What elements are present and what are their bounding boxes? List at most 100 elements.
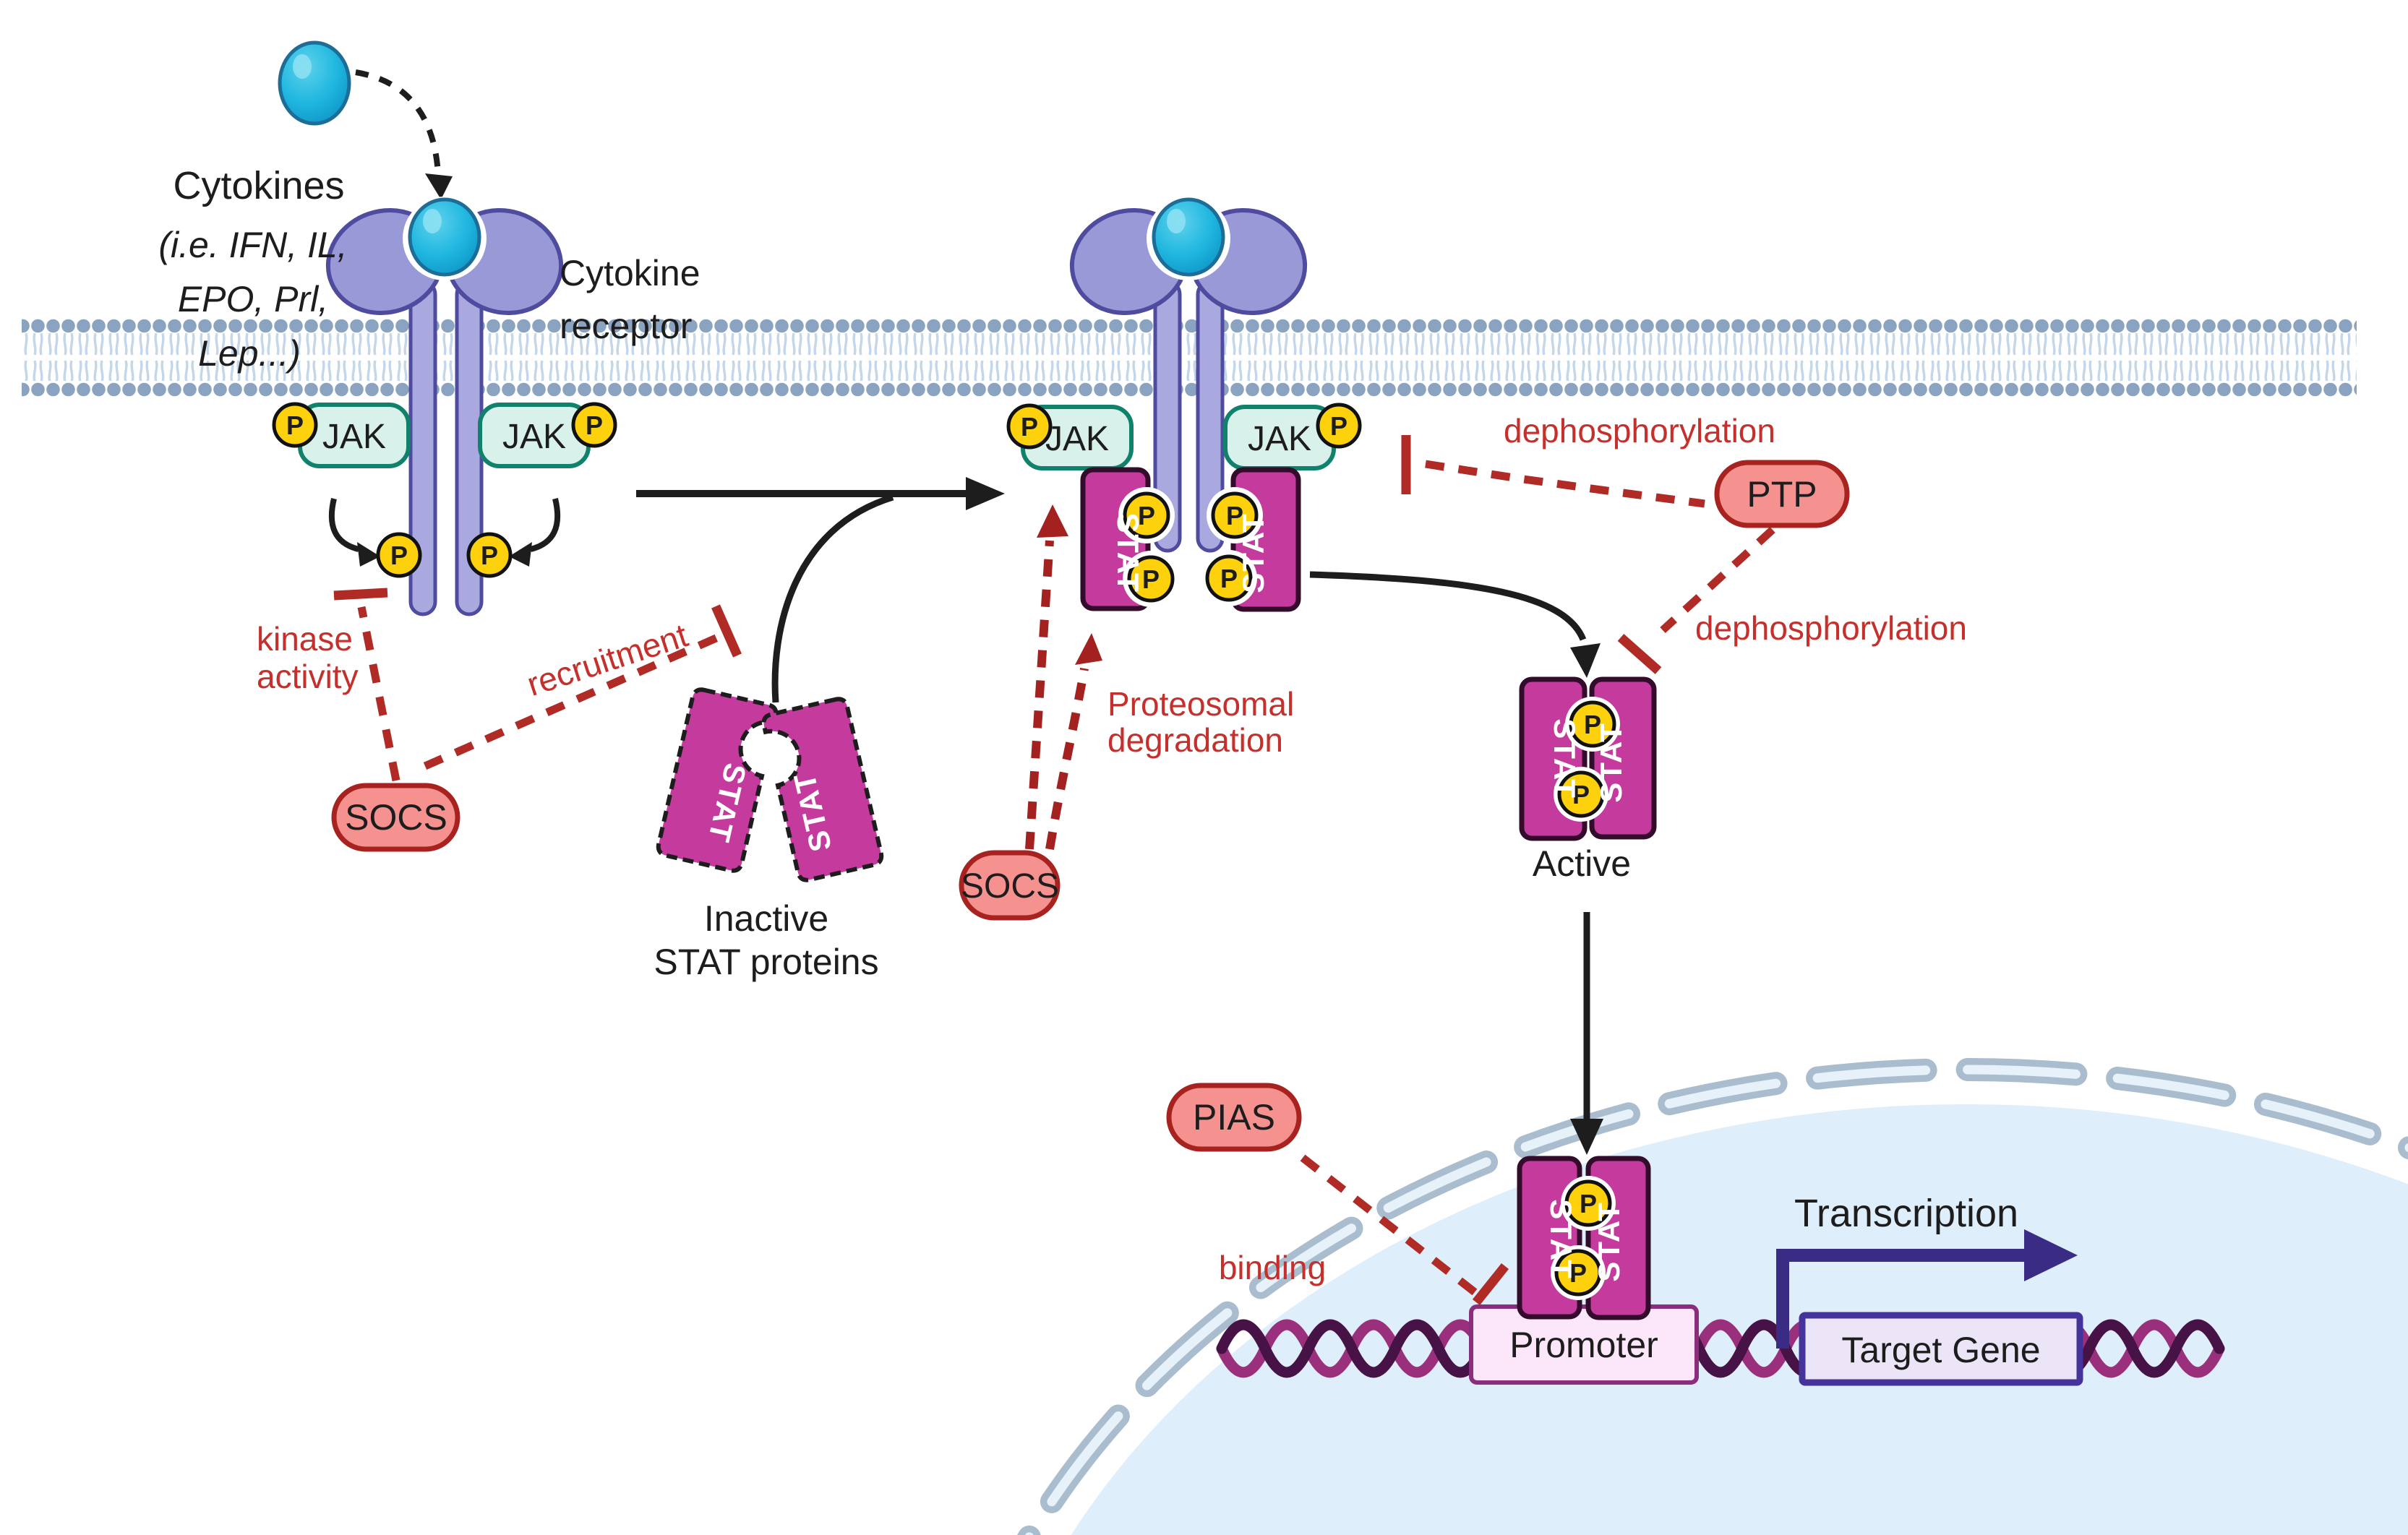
- cytokines-examples-1: (i.e. IFN, IL,: [158, 225, 347, 265]
- phosphate-label: P: [1572, 780, 1590, 809]
- active-stat-label: Active: [1533, 843, 1631, 884]
- pias-binding-inhibition: [1300, 1154, 1509, 1306]
- cytokines-title: Cytokines: [173, 164, 344, 207]
- phosphate-icon: [1211, 491, 1259, 539]
- phosphate-icon: [1557, 770, 1605, 818]
- socs-recruitment-inhibition: [423, 604, 742, 770]
- jak-right-1: [478, 402, 617, 468]
- proteosomal-label-1: Proteosomal: [1107, 685, 1294, 723]
- phosphate-label: P: [481, 541, 498, 570]
- proteosomal-label-2: degradation: [1107, 721, 1283, 759]
- free-cytokine-ligand: [278, 40, 351, 126]
- inhibition-tbar-icon: [711, 604, 742, 658]
- nucleus-body: [1071, 1104, 2408, 1535]
- nuclear-import-arrow: [1570, 912, 1603, 1155]
- socs-kinase-inhibition: [333, 588, 400, 782]
- lipid-tails: [22, 333, 2357, 381]
- socs-label: SOCS: [961, 867, 1059, 906]
- jak-label: JAK: [1045, 420, 1109, 458]
- dephosphorylation-label-stat: dephosphorylation: [1695, 609, 1967, 647]
- phosphate-icon: [1564, 1179, 1612, 1227]
- nuclear-envelope-inner: [1025, 1065, 2408, 1535]
- receptor1-bound-ligand: [408, 197, 481, 277]
- cytokines-examples-2: EPO, Prl,: [178, 279, 328, 319]
- phosphate-label: P: [1330, 411, 1347, 441]
- ptp-node: [1714, 460, 1850, 528]
- ligand-binding-arrow: [355, 69, 453, 199]
- phosphate-icon: [1554, 1249, 1602, 1297]
- dimerization-flow-arrow: [1309, 571, 1601, 678]
- cytokine-receptor-2: [1069, 197, 1308, 553]
- stat-label: STAT: [1236, 512, 1270, 593]
- receptor-label-1: Cytokine: [560, 253, 700, 293]
- stat-label: STAT: [1592, 1201, 1626, 1281]
- phosphate-label: P: [1226, 501, 1243, 530]
- phosphate-label: P: [286, 410, 304, 440]
- arrowhead-icon: [1570, 1119, 1603, 1155]
- target-gene-label: Target Gene: [1841, 1330, 2040, 1370]
- phosphate-icon: [376, 532, 422, 578]
- inhibition-tbar-icon: [1472, 1263, 1509, 1306]
- socs-node-1: [331, 783, 460, 852]
- cytokine-receptor-1: [325, 197, 564, 616]
- promoter-box: [1469, 1304, 1699, 1385]
- phosphate-label: P: [1220, 564, 1238, 593]
- plasma-membrane: [22, 317, 2357, 397]
- phosphate-label: P: [1138, 501, 1155, 530]
- inhibition-tbar-icon: [333, 588, 388, 601]
- phosphate-icon: [1569, 700, 1616, 748]
- arrowhead-icon: [509, 542, 532, 567]
- socs-degradation-arrow-2: [1045, 633, 1102, 850]
- pias-node: [1166, 1083, 1302, 1152]
- jak-left-2: [1006, 403, 1134, 470]
- binding-label: binding: [1219, 1249, 1326, 1286]
- ligand-highlight: [293, 54, 312, 79]
- phosphate-icon: [1127, 555, 1175, 603]
- phosphate-label: P: [1142, 564, 1160, 594]
- stat-label: STAT: [1544, 1199, 1578, 1279]
- arrowhead-icon: [1075, 633, 1102, 665]
- jak-right-2: [1223, 403, 1362, 470]
- arrowhead-icon: [2024, 1229, 2078, 1281]
- phosphate-icon: [571, 402, 617, 448]
- active-stat-dimer: [1519, 676, 1657, 841]
- lipid-head-row-top: [22, 317, 2357, 333]
- receptor-bound-stat-left: [1080, 467, 1179, 611]
- ptp-label: PTP: [1747, 474, 1817, 515]
- phosphate-label: P: [1569, 1258, 1587, 1288]
- phosphate-label: P: [1021, 412, 1038, 442]
- phosphate-icon: [1205, 554, 1253, 602]
- transcription-label: Transcription: [1794, 1192, 2018, 1235]
- stat-label: STAT: [1111, 512, 1145, 593]
- inactive-stat-right: [761, 697, 884, 882]
- receptor2-bound-ligand: [1152, 197, 1225, 277]
- inactive-stat-label-2: STAT proteins: [654, 942, 878, 982]
- pias-label: PIAS: [1193, 1097, 1275, 1138]
- jak-label: JAK: [1248, 420, 1311, 458]
- socs-degradation-arrow-1: [1025, 504, 1068, 850]
- nuclear-stat-dimer: [1517, 1156, 1651, 1320]
- lipid-head-row-bottom: [22, 381, 2357, 397]
- socs-label: SOCS: [345, 797, 447, 838]
- dephosphorylation-label-jak: dephosphorylation: [1504, 412, 1775, 450]
- socs-node-2: [959, 850, 1061, 921]
- phosphate-icon: [466, 532, 513, 578]
- phosphate-icon: [1006, 403, 1053, 450]
- phosphate-label: P: [390, 541, 408, 570]
- transcription-arrow: [1776, 1229, 2078, 1349]
- recruitment-flow-arrow: [636, 477, 1005, 703]
- phosphate-label: P: [1580, 1189, 1597, 1218]
- phosphate-label: P: [1584, 710, 1601, 739]
- phosphate-icon: [1123, 491, 1170, 539]
- recruitment-label: recruitment: [523, 616, 693, 703]
- kinase-activity-label-1: kinase: [257, 620, 353, 658]
- arrowhead-icon: [1570, 643, 1601, 678]
- inhibition-tbar-icon: [1617, 634, 1662, 674]
- jak-label: JAK: [502, 418, 566, 456]
- receptor-bound-stat-right: [1201, 467, 1301, 612]
- phosphate-icon: [1316, 403, 1362, 449]
- phosphate-icon: [272, 402, 318, 448]
- receptor-label-2: receptor: [560, 306, 692, 346]
